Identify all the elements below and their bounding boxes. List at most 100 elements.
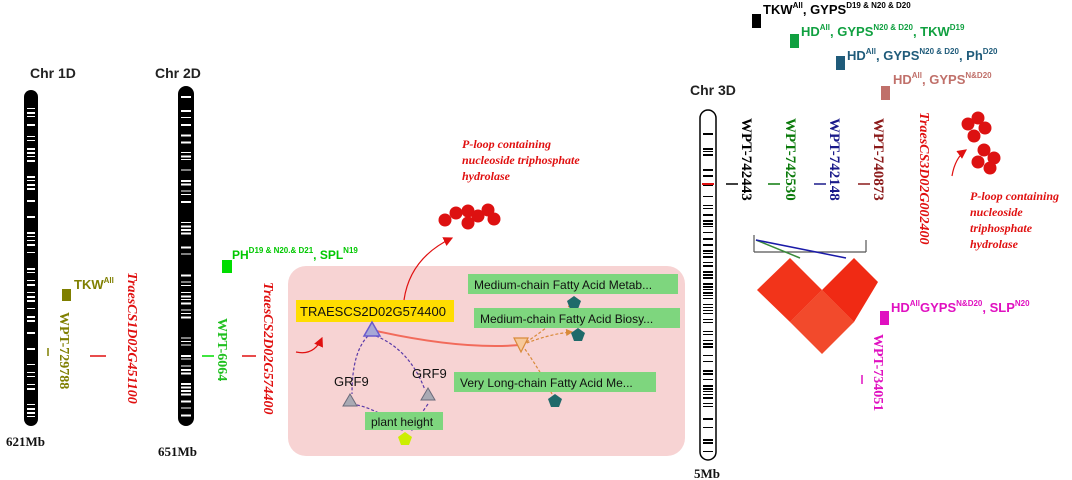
chromosome-band bbox=[27, 176, 35, 178]
network-to-protein-arrow bbox=[403, 237, 454, 301]
network-background bbox=[288, 266, 685, 456]
protein-3d-line2: nucleoside bbox=[970, 205, 1023, 219]
ld-cell-4 bbox=[790, 290, 854, 354]
chromosome-band bbox=[181, 152, 191, 153]
chromosome-band bbox=[27, 284, 35, 286]
chromosome-band bbox=[703, 397, 713, 399]
chr3d-marker-label-1: WPT-742443 bbox=[738, 118, 754, 201]
chromosome-band bbox=[703, 238, 713, 240]
chromosome-band bbox=[181, 414, 191, 417]
chr1d-title: Chr 1D bbox=[30, 65, 76, 81]
chromosome-band bbox=[27, 244, 35, 246]
chr1d-trait-marker bbox=[62, 289, 71, 301]
chromosome-band bbox=[703, 322, 713, 323]
chromosome-band bbox=[703, 262, 713, 263]
chromosome-band bbox=[181, 372, 191, 375]
chromosome-band bbox=[703, 385, 713, 387]
chromosome-band bbox=[27, 372, 35, 373]
chr1d-bar bbox=[24, 90, 38, 426]
chromosome-band bbox=[703, 265, 713, 267]
chromosome-band bbox=[27, 404, 35, 405]
pathway-node-2 bbox=[474, 308, 680, 328]
chromosome-band bbox=[703, 151, 713, 152]
chromosome-band bbox=[181, 194, 191, 195]
chromosome-band bbox=[181, 313, 191, 314]
gene-to-protein-3d-arrow bbox=[951, 149, 967, 177]
chromosome-band bbox=[181, 169, 191, 171]
chromosome-band bbox=[27, 156, 35, 157]
gene-triangle-icon bbox=[362, 320, 382, 337]
chromosome-band bbox=[181, 183, 191, 186]
chromosome-band bbox=[703, 205, 713, 206]
chromosome-band bbox=[703, 148, 713, 150]
chr1d-size-label: 621Mb bbox=[6, 434, 45, 449]
chromosome-band bbox=[181, 383, 191, 385]
chromosome-band bbox=[703, 442, 713, 444]
chromosome-band bbox=[703, 250, 713, 252]
chr3d-gene-label: TraesCS3D02G002400 bbox=[916, 112, 931, 245]
chromosome-band bbox=[703, 214, 713, 216]
chromosome-band bbox=[27, 364, 35, 365]
chromosome-band bbox=[27, 416, 35, 417]
grf-right-label: GRF9 bbox=[412, 366, 447, 381]
ld-cell-1 bbox=[757, 258, 822, 322]
chromosome-band bbox=[27, 296, 35, 298]
chromosome-band bbox=[27, 348, 35, 350]
legend-label-4: HDAll, GYPSN&D20 bbox=[893, 71, 992, 87]
chr2d-trait-marker bbox=[222, 260, 232, 273]
chromosome-band bbox=[27, 300, 35, 302]
chromosome-band bbox=[27, 308, 35, 309]
chromosome-band bbox=[27, 412, 35, 414]
chromosome-band bbox=[181, 246, 191, 249]
protein-2d-line3: hydrolase bbox=[462, 169, 511, 183]
chr3d-marker-label-4: WPT-740873 bbox=[870, 118, 886, 201]
chromosome-band bbox=[703, 307, 713, 308]
chr3d-bottom-trait-label: HDAllGYPSN&D20, SLPN20 bbox=[891, 299, 1030, 315]
protein-2d-line2: nucleoside triphosphate bbox=[462, 153, 580, 167]
chr1d-bands bbox=[27, 108, 35, 417]
chromosome-band bbox=[703, 379, 713, 380]
chr1d-marker-label: WPT-729788 bbox=[56, 312, 71, 389]
chromosome-band bbox=[703, 283, 713, 285]
chromosome-band bbox=[27, 280, 35, 281]
chromosome-band bbox=[703, 196, 713, 197]
chromosome-band bbox=[703, 388, 713, 390]
chromosome-band bbox=[181, 190, 191, 192]
chromosome-band bbox=[703, 418, 713, 420]
chromosome-band bbox=[181, 358, 191, 360]
chromosome-band bbox=[703, 334, 713, 335]
chromosome-band bbox=[27, 268, 35, 270]
chromosome-band bbox=[27, 160, 35, 162]
chromosome-band bbox=[27, 116, 35, 117]
legend-marker-3 bbox=[836, 56, 845, 70]
chromosome-band bbox=[703, 394, 713, 395]
protein-3d-line1: P-loop containing bbox=[970, 189, 1059, 203]
chr2d-marker-label: WPT-6064 bbox=[214, 318, 229, 381]
chromosome-band bbox=[27, 292, 35, 293]
pathway-label-1: Medium-chain Fatty Acid Metab... bbox=[474, 278, 652, 292]
chromosome-band bbox=[181, 299, 191, 300]
chromosome-band bbox=[703, 154, 713, 156]
chromosome-band bbox=[703, 355, 713, 356]
pathway-1-pentagon-icon bbox=[567, 296, 581, 309]
chromosome-2d-panel: Chr 2D 651Mb PHD19 & N20.& D21, SPLN19 W… bbox=[155, 65, 358, 459]
chromosome-band bbox=[27, 184, 35, 186]
chromosome-band bbox=[703, 244, 713, 246]
chromosome-band bbox=[181, 316, 191, 319]
chr1d-trait-label: TKWAll bbox=[74, 276, 114, 292]
trait-pentagon-icon bbox=[398, 432, 412, 445]
chromosome-band bbox=[27, 140, 35, 141]
gene-node-label: TRAESCS2D02G574400 bbox=[300, 304, 446, 319]
chr2d-trait-label: PHD19 & N20.& D21, SPLN19 bbox=[232, 246, 358, 262]
chromosome-band bbox=[27, 388, 35, 390]
chromosome-3d-panel: Chr 3D 5Mb TKWAll, GYPSD19 & N20 & D20 H… bbox=[690, 1, 1059, 480]
pathway-node-1 bbox=[468, 274, 678, 294]
chromosome-band bbox=[703, 340, 713, 341]
chromosome-band bbox=[27, 236, 35, 237]
protein-3d-line4: hydrolase bbox=[970, 237, 1019, 251]
chromosome-band bbox=[703, 223, 713, 225]
chromosome-1d-panel: Chr 1D 621Mb TKWAll WPT-729788 TraesCS1D… bbox=[6, 65, 139, 449]
chromosome-band bbox=[181, 155, 191, 158]
ld-cell-3 bbox=[822, 258, 878, 322]
